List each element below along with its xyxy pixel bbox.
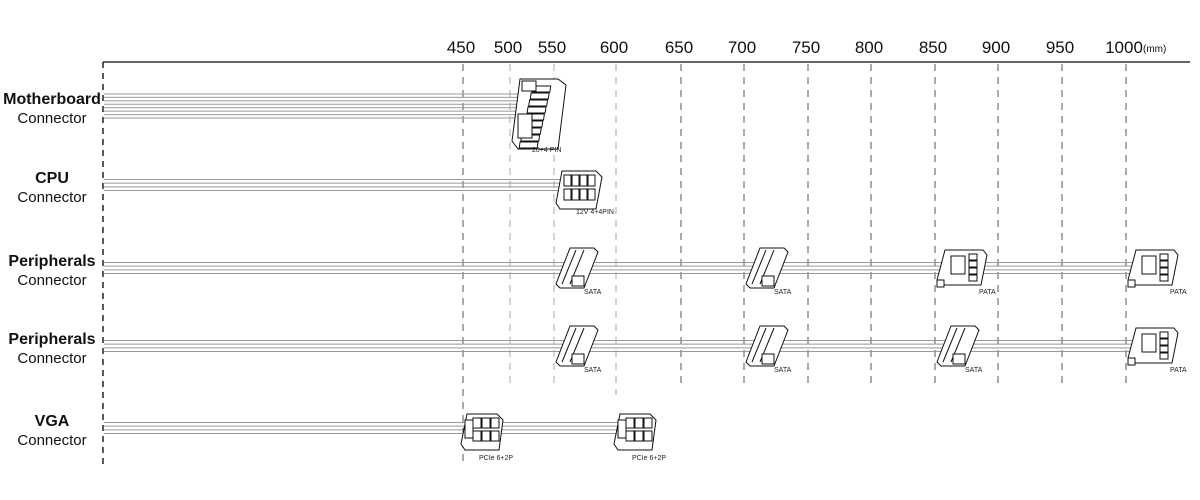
tick-label-650: 650: [665, 38, 693, 57]
tick-label-550: 550: [538, 38, 566, 57]
tick-label-500: 500: [494, 38, 522, 57]
connector-label: SATA: [584, 289, 602, 296]
tick-label-700: 700: [728, 38, 756, 57]
pata-connector-icon: [936, 249, 988, 288]
tick-label-750: 750: [792, 38, 820, 57]
connector-label: PCIe 6+2P: [632, 455, 666, 462]
row-subtitle: Connector: [17, 189, 86, 206]
row-title: VGA: [35, 413, 70, 430]
tick-label-1000: 1000: [1105, 38, 1143, 57]
axis-tick-labels: 450 500 550 600 650 700 750 800 850 900 950 1000: [447, 38, 1143, 57]
row-subtitle: Connector: [17, 110, 86, 127]
pata-connector-icon: [1127, 249, 1179, 288]
sata-connector-icon: [555, 247, 599, 289]
row-subtitle: Connector: [17, 350, 86, 367]
connector-label: SATA: [774, 367, 792, 374]
sata-connector-icon: [555, 325, 599, 367]
tick-label-600: 600: [600, 38, 628, 57]
tick-label-950: 950: [1046, 38, 1074, 57]
tick-label-900: 900: [982, 38, 1010, 57]
tick-label-850: 850: [919, 38, 947, 57]
sata-connector-icon: [936, 325, 980, 367]
sata-connector-icon: [745, 247, 789, 289]
tick-label-450: 450: [447, 38, 475, 57]
connector-label: PATA: [1170, 367, 1187, 374]
connector-label: PATA: [1170, 289, 1187, 296]
row-subtitle: Connector: [17, 272, 86, 289]
row-title: CPU: [35, 170, 69, 187]
row-title: Motherboard: [3, 91, 101, 108]
connector-label: 20+4 PIN: [532, 147, 561, 154]
connector-label: SATA: [584, 367, 602, 374]
connector-label: SATA: [965, 367, 983, 374]
pata-connector-icon: [1127, 327, 1179, 366]
tick-label-800: 800: [855, 38, 883, 57]
row-title: Peripherals: [8, 331, 95, 348]
connector-label: SATA: [774, 289, 792, 296]
row-subtitle: Connector: [17, 432, 86, 449]
row-title: Peripherals: [8, 253, 95, 270]
atx-connector-icon: [511, 78, 567, 150]
connector-label: PCIe 6+2P: [479, 455, 513, 462]
connector-label: PATA: [979, 289, 996, 296]
axis-unit: (mm): [1143, 44, 1166, 55]
pcie-connector-icon: [460, 413, 504, 451]
sata-connector-icon: [745, 325, 789, 367]
connector-label: 12V 4+4PIN: [576, 209, 614, 216]
cable-row: CPU Connector 12V 4+4PIN: [17, 170, 614, 216]
pcie-connector-icon: [613, 413, 657, 451]
eps-connector-icon: [555, 170, 603, 210]
grid-lines: [462, 64, 1127, 465]
